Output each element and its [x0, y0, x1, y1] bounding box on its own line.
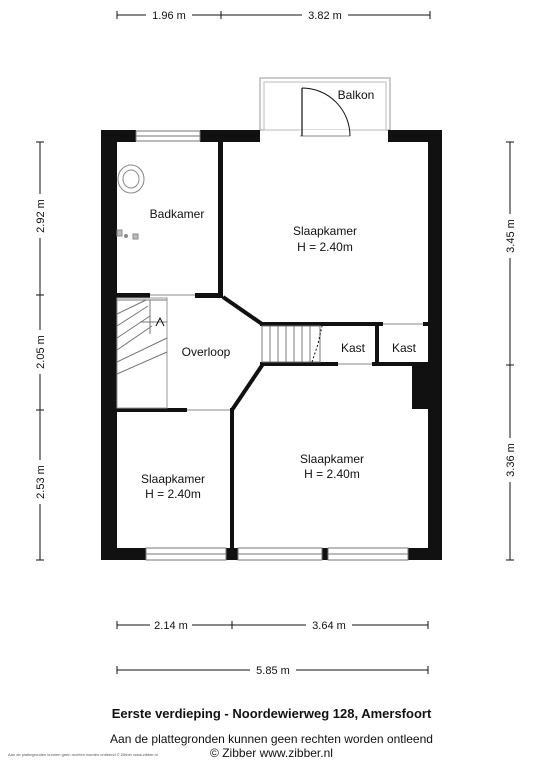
dim-right-1: 3.45 m — [505, 219, 517, 253]
dim-top-left: 1.96 m — [152, 10, 186, 22]
dim-bottom-right: 3.64 m — [312, 620, 346, 632]
staircase-middle — [261, 325, 323, 363]
floor-title: Eerste verdieping - Noordewierweg 128, A… — [111, 706, 432, 721]
room-label-badkamer: Badkamer — [150, 207, 205, 221]
dim-right-2: 3.36 m — [505, 443, 517, 477]
room-label-slaapkamer-top: Slaapkamer — [293, 224, 357, 238]
windows — [135, 130, 409, 561]
room-label-balkon: Balkon — [338, 88, 375, 102]
room-label-slaapkamer-left: Slaapkamer — [141, 472, 205, 486]
room-label-overloop: Overloop — [182, 345, 231, 359]
disclaimer-text: Aan de plattegronden kunnen geen rechten… — [110, 732, 433, 746]
balcony — [259, 77, 391, 131]
dim-left-3: 2.53 m — [35, 465, 47, 499]
room-height-slaapkamer-middle: H = 2.40m — [304, 467, 360, 481]
room-height-slaapkamer-left: H = 2.40m — [145, 487, 201, 501]
room-height-slaapkamer-top: H = 2.40m — [297, 240, 353, 254]
diagonal-walls — [221, 295, 265, 412]
bathroom-fixtures — [116, 164, 145, 240]
credit-text: © Zibber www.zibber.nl — [210, 746, 333, 760]
dim-bottom-left: 2.14 m — [154, 620, 188, 632]
dim-bottom-total: 5.85 m — [256, 665, 290, 677]
room-label-kast-2: Kast — [392, 341, 417, 355]
doors — [150, 87, 423, 412]
tiny-disclaimer: Aan de plattegronden kunnen geen rechten… — [8, 752, 158, 757]
dimension-labels: 1.96 m 3.82 m 2.92 m 2.05 m 2.53 m 3.45 … — [33, 8, 517, 677]
floor-plan: Balkon Badkamer Slaapkamer H = 2.40m Ove… — [33, 8, 517, 677]
room-label-slaapkamer-middle: Slaapkamer — [300, 452, 364, 466]
room-label-kast-1: Kast — [341, 341, 366, 355]
dim-left-1: 2.92 m — [35, 199, 47, 233]
dim-left-2: 2.05 m — [35, 335, 47, 369]
room-labels: Balkon Badkamer Slaapkamer H = 2.40m Ove… — [141, 88, 417, 501]
staircase-left — [116, 297, 168, 409]
dim-top-right: 3.82 m — [308, 10, 342, 22]
